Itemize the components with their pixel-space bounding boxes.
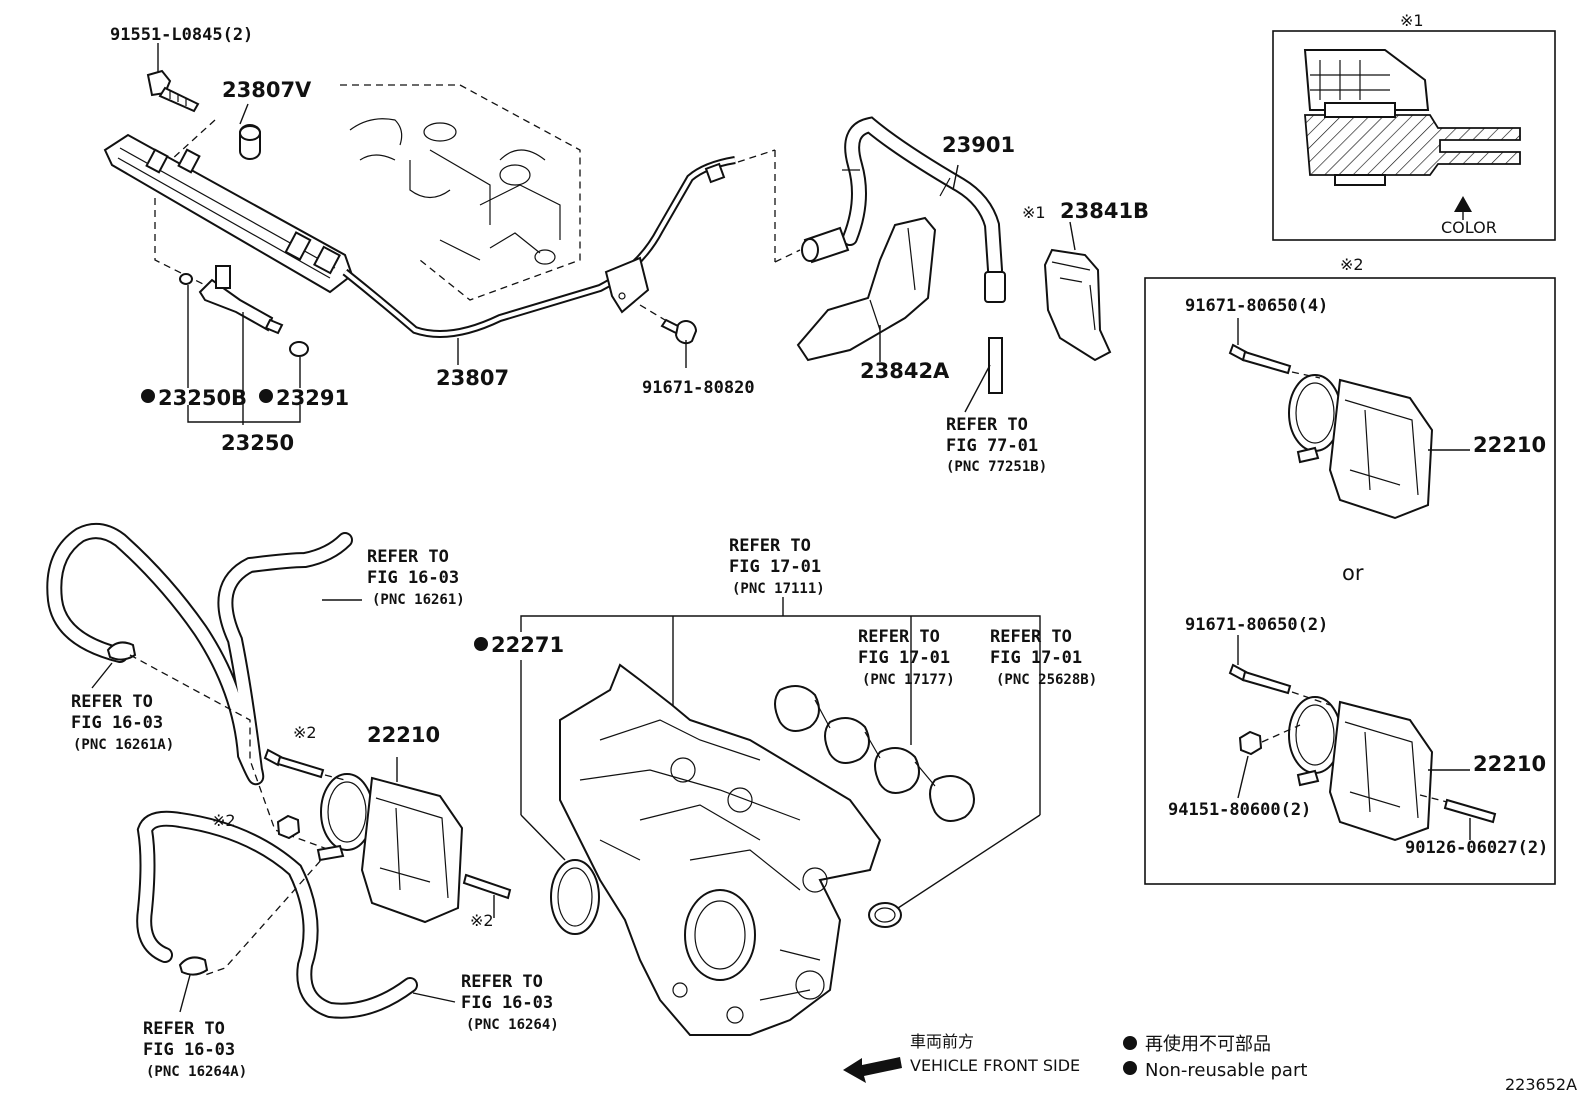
ref-77-01-pnc: (PNC 77251B) bbox=[946, 459, 1047, 475]
label-91551: 91551-L0845(2) bbox=[110, 25, 253, 45]
bolt-91671-80650-4[interactable] bbox=[1228, 343, 1292, 375]
ref-17177-line2: FIG 17-01 bbox=[858, 648, 950, 668]
legend-nonreuse-jp: 再使用不可部品 bbox=[1145, 1034, 1271, 1055]
legend-front-en: VEHICLE FRONT SIDE bbox=[910, 1056, 1080, 1075]
label-color: COLOR bbox=[1441, 218, 1497, 237]
label-22210-box-b: 22210 bbox=[1473, 752, 1546, 776]
label-22210-main: 22210 bbox=[367, 723, 440, 747]
bracket-23841b[interactable] bbox=[1043, 248, 1112, 362]
ref-16261a-line1: REFER TO bbox=[71, 692, 153, 712]
front-side-arrow bbox=[843, 1057, 902, 1083]
mark-ref2-box: ※2 bbox=[1340, 255, 1364, 274]
ref-16264a-line1: REFER TO bbox=[143, 1019, 225, 1039]
mark-ref2-bolt: ※2 bbox=[293, 723, 317, 742]
nonreuse-dot-22271 bbox=[474, 637, 488, 651]
engine-block-sketch bbox=[340, 84, 581, 301]
ref-16261-line1: REFER TO bbox=[367, 547, 449, 567]
label-23807v: 23807V bbox=[222, 78, 312, 102]
mark-ref2-nut: ※2 bbox=[212, 811, 236, 830]
refer-pipe-77-01 bbox=[988, 337, 1003, 394]
label-23250: 23250 bbox=[221, 431, 294, 455]
label-23250b: 23250B bbox=[158, 386, 247, 410]
bolt-91671-80650-2[interactable] bbox=[1228, 663, 1292, 695]
ref-25628b-line1: REFER TO bbox=[990, 627, 1072, 647]
ref-16264a-pnc: (PNC 16264A) bbox=[146, 1064, 247, 1080]
ref-17111-pnc: (PNC 17111) bbox=[732, 581, 825, 597]
stud-90126[interactable] bbox=[1443, 798, 1497, 824]
ref-17177-pnc: (PNC 17177) bbox=[862, 672, 955, 688]
bolt-91671-80820[interactable] bbox=[660, 318, 698, 345]
throttle-body-22210-main[interactable] bbox=[316, 773, 464, 924]
label-22210-box-a: 22210 bbox=[1473, 433, 1546, 457]
detail-box-1 bbox=[1272, 30, 1556, 241]
ref-16264a-line2: FIG 16-03 bbox=[143, 1040, 235, 1060]
nut-94151[interactable] bbox=[1238, 730, 1263, 756]
manifold-gasket[interactable] bbox=[774, 685, 975, 822]
label-90126: 90126-06027(2) bbox=[1405, 838, 1548, 858]
mark-ref2-stud: ※2 bbox=[470, 911, 494, 930]
bolt-throttle-left[interactable] bbox=[263, 748, 325, 779]
ref-77-01-line2: FIG 77-01 bbox=[946, 436, 1038, 456]
injector-23250[interactable] bbox=[179, 265, 309, 357]
mark-ref1-23841b: ※1 bbox=[1022, 203, 1046, 222]
label-23291: 23291 bbox=[276, 386, 349, 410]
gasket-22271[interactable] bbox=[550, 859, 600, 935]
mark-ref1-box: ※1 bbox=[1400, 11, 1424, 30]
throttle-body-22210-variant-b[interactable] bbox=[1288, 696, 1434, 842]
water-hose-16261 bbox=[46, 523, 353, 786]
bracket-23842a[interactable] bbox=[796, 216, 937, 362]
label-23807: 23807 bbox=[436, 366, 509, 390]
collar-23807v[interactable] bbox=[239, 124, 261, 160]
nonreuse-dot-23250b bbox=[141, 389, 155, 403]
label-94151: 94151-80600(2) bbox=[1168, 800, 1311, 820]
legend-nonreuse-en: Non-reusable part bbox=[1145, 1060, 1307, 1081]
detail-box-2 bbox=[1144, 277, 1556, 885]
water-hose-16264 bbox=[136, 810, 418, 1019]
legend-dot-en bbox=[1123, 1061, 1137, 1075]
ref-17111-line2: FIG 17-01 bbox=[729, 557, 821, 577]
ref-16261a-line2: FIG 16-03 bbox=[71, 713, 163, 733]
ref-25628b-pnc: (PNC 25628B) bbox=[996, 672, 1097, 688]
label-23841b: 23841B bbox=[1060, 199, 1149, 223]
ref-77-01-line1: REFER TO bbox=[946, 415, 1028, 435]
legend-front-jp: 車両前方 bbox=[910, 1032, 974, 1051]
ref-16261a-pnc: (PNC 16261A) bbox=[73, 737, 174, 753]
label-91671-80650-4: 91671-80650(4) bbox=[1185, 296, 1328, 316]
ref-16261-pnc: (PNC 16261) bbox=[372, 592, 465, 608]
gasket-25628b[interactable] bbox=[868, 902, 902, 928]
fuel-rail[interactable] bbox=[103, 133, 354, 294]
throttle-body-22210-variant-a[interactable] bbox=[1288, 374, 1434, 520]
ref-16264-line1: REFER TO bbox=[461, 972, 543, 992]
ref-16261-line2: FIG 16-03 bbox=[367, 568, 459, 588]
ref-16264-line2: FIG 16-03 bbox=[461, 993, 553, 1013]
stud-throttle-left[interactable] bbox=[462, 873, 512, 900]
diagram-id: 223652A bbox=[1505, 1075, 1577, 1094]
ref-16264-pnc: (PNC 16264) bbox=[466, 1017, 559, 1033]
label-22271: 22271 bbox=[491, 633, 564, 657]
label-91671-80820: 91671-80820 bbox=[642, 378, 755, 398]
legend-dot-jp bbox=[1123, 1036, 1137, 1050]
fuel-pipe-23807[interactable] bbox=[342, 156, 736, 338]
label-23901: 23901 bbox=[942, 133, 1015, 157]
label-23842a: 23842A bbox=[860, 359, 950, 383]
nut-throttle-left[interactable] bbox=[276, 814, 301, 840]
intake-manifold[interactable] bbox=[559, 663, 882, 1036]
bolt-91551[interactable] bbox=[146, 69, 200, 113]
fuel-rail-group bbox=[103, 43, 354, 425]
vapor-hose-23901[interactable] bbox=[801, 116, 1006, 303]
label-91671-80650-2: 91671-80650(2) bbox=[1185, 615, 1328, 635]
nonreuse-dot-23291 bbox=[259, 389, 273, 403]
ref-17177-line1: REFER TO bbox=[858, 627, 940, 647]
ref-25628b-line2: FIG 17-01 bbox=[990, 648, 1082, 668]
label-or: or bbox=[1342, 561, 1364, 585]
ref-17111-line1: REFER TO bbox=[729, 536, 811, 556]
